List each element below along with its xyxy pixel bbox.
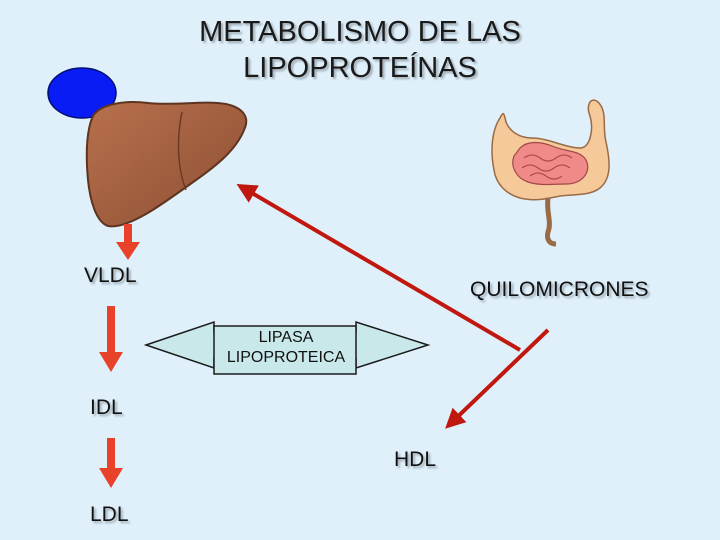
vldl-label: VLDL xyxy=(84,264,137,287)
lipasa-box xyxy=(213,325,357,375)
quilomicrones-to-liver-arrow xyxy=(236,183,522,352)
liver-to-vldl-arrow xyxy=(116,224,140,260)
lipasa-lipoproteica-label: LIPASA LIPOPROTEICA xyxy=(216,322,356,374)
title-line-2: LIPOPROTEÍNAS xyxy=(243,52,477,84)
title-line-1: METABOLISMO DE LAS xyxy=(199,16,521,48)
hdl-arrow xyxy=(445,328,550,429)
liver-icon xyxy=(85,101,248,228)
quilomicrones-label: QUILOMICRONES xyxy=(470,278,649,301)
idl-to-ldl-arrow xyxy=(99,438,123,488)
intestine-icon xyxy=(491,99,610,247)
ldl-label: LDL xyxy=(90,503,129,526)
page-title: METABOLISMO DE LAS LIPOPROTEÍNAS xyxy=(160,14,560,86)
idl-label: IDL xyxy=(90,396,123,419)
enzyme-line-1: LIPASA xyxy=(258,329,314,346)
hdl-label: HDL xyxy=(394,448,437,471)
vldl-to-idl-arrow xyxy=(99,306,123,372)
gallbladder-icon xyxy=(47,67,117,119)
enzyme-line-2: LIPOPROTEICA xyxy=(226,349,346,366)
